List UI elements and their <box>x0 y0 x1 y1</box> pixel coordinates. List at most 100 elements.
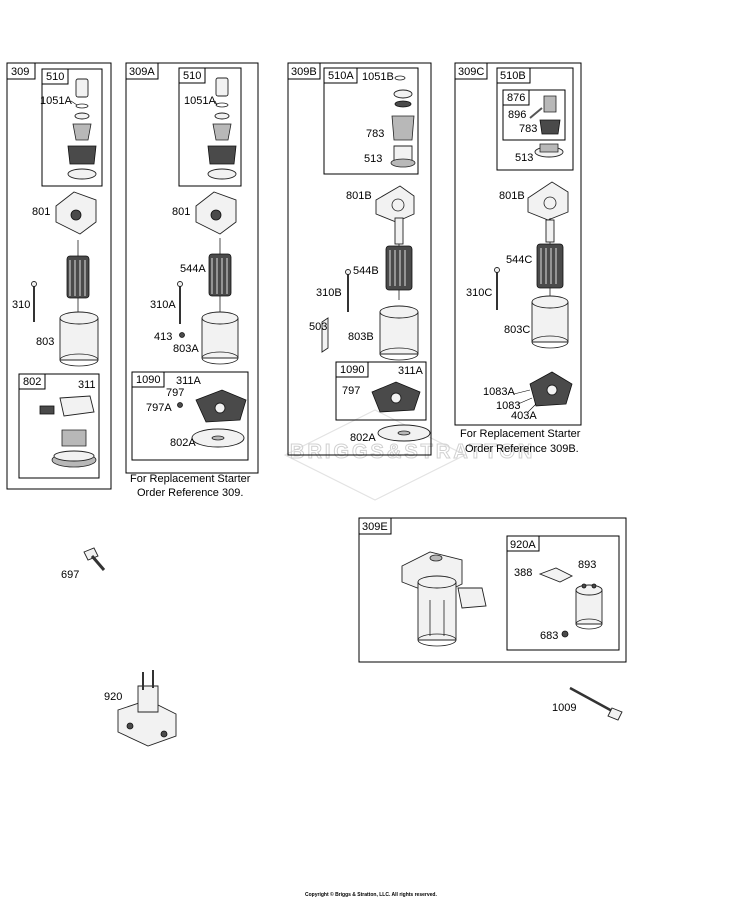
group-309A-frame <box>125 62 259 474</box>
label-1083: 1083 <box>496 400 520 412</box>
group-510B-tag <box>496 67 531 84</box>
label-1051A: 1051A <box>40 95 72 107</box>
label-920: 920 <box>104 691 122 703</box>
group-309A: 309A 510 1051A 801 544A 310A <box>125 62 259 499</box>
nut-413 <box>179 332 185 338</box>
through-bolt-310C <box>494 267 500 310</box>
label-310A: 310A <box>150 299 176 311</box>
solenoid-920A <box>538 567 603 638</box>
group-802-label: 802 <box>23 376 41 388</box>
group-309A-tag <box>125 62 159 80</box>
brush-plate-311A <box>177 389 247 448</box>
housing-803 <box>59 311 99 367</box>
label-388: 388 <box>514 567 532 579</box>
housing-803A <box>201 311 239 365</box>
note-309B-line2: Order Reference 309B. <box>465 443 579 455</box>
solenoid-920 <box>117 670 177 747</box>
label-803B: 803B <box>348 331 374 343</box>
clip-503 <box>321 317 329 353</box>
label-310C: 310C <box>466 287 492 299</box>
group-510A-tag <box>323 67 358 84</box>
group-510A-frame <box>323 67 419 175</box>
group-309B-tag <box>287 62 321 80</box>
starter-motor-309E <box>401 551 487 647</box>
brand-watermark: BRIGGS&STRATTON <box>283 409 533 501</box>
label-801: 801 <box>32 206 50 218</box>
label-544B: 544B <box>353 265 379 277</box>
group-510A-label: 510A <box>328 70 354 82</box>
bracket-801B-309C <box>527 181 569 221</box>
drive-assembly-510 <box>67 78 97 180</box>
label-802A: 802A <box>170 437 196 449</box>
group-920A-label: 920A <box>510 539 536 551</box>
brush-plate-1090b <box>371 381 421 413</box>
group-309-label: 309 <box>11 66 29 78</box>
label-311A: 311A <box>176 375 202 387</box>
group-309C: 309C 510B 876 896 783 513 801B 544C <box>454 62 582 455</box>
group-309E: 309E 920A 388 893 683 <box>358 517 627 663</box>
label-797: 797 <box>166 387 184 399</box>
label-513-309C: 513 <box>515 152 533 164</box>
group-309C-tag <box>454 62 488 80</box>
drive-assembly-510A <box>390 75 416 168</box>
group-309E-tag <box>358 517 392 535</box>
drive-assembly-510a <box>207 77 237 180</box>
group-1090a-label: 1090 <box>136 374 160 386</box>
label-311: 311 <box>78 379 96 391</box>
group-309-frame <box>6 62 112 490</box>
label-403A: 403A <box>511 410 537 422</box>
group-309E-label: 309E <box>362 521 388 533</box>
note-309B-line1: For Replacement Starter <box>460 428 581 440</box>
through-bolt-310A <box>177 281 183 324</box>
note-309-line1: For Replacement Starter <box>130 473 251 485</box>
note-309-line2: Order Reference 309. <box>137 487 243 499</box>
group-920A-frame <box>506 535 620 651</box>
housing-803C <box>531 295 569 349</box>
group-876-label: 876 <box>507 92 525 104</box>
group-802-tag <box>18 373 46 390</box>
bolt-697 <box>83 547 106 571</box>
drive-assembly-510B <box>529 95 564 158</box>
label-513: 513 <box>364 153 382 165</box>
group-1090b-label: 1090 <box>340 364 364 376</box>
group-876-tag <box>502 89 530 106</box>
label-896: 896 <box>508 109 526 121</box>
group-510-label: 510 <box>46 71 64 83</box>
group-309: 309 510 1051A 801 310 <box>6 62 112 490</box>
group-510a-frame <box>178 67 242 187</box>
group-510B-label: 510B <box>500 70 526 82</box>
group-510B-frame <box>496 67 574 171</box>
label-413: 413 <box>154 331 172 343</box>
label-802A-309B: 802A <box>350 432 376 444</box>
group-309B-frame <box>287 62 432 456</box>
through-bolt-310 <box>31 281 37 322</box>
label-1083A: 1083A <box>483 386 515 398</box>
group-510a-label: 510 <box>183 70 201 82</box>
armature <box>66 240 90 320</box>
group-1090b-frame <box>335 361 427 421</box>
label-801B-309C: 801B <box>499 190 525 202</box>
group-309C-label: 309C <box>458 66 484 78</box>
group-309C-frame <box>454 62 582 426</box>
bracket-801 <box>55 191 97 235</box>
brush-assembly-311 <box>39 395 97 468</box>
armature-544C <box>536 218 564 296</box>
group-510-frame <box>41 68 103 187</box>
label-697: 697 <box>61 569 79 581</box>
group-920A-tag <box>506 535 540 552</box>
label-683: 683 <box>540 630 558 642</box>
group-309E-frame <box>358 517 627 663</box>
armature-544B <box>385 217 413 300</box>
bracket-801B <box>375 185 415 223</box>
group-309B: 309B 510A 1051B 783 513 801B 544B <box>287 62 432 456</box>
group-309B-label: 309B <box>291 66 317 78</box>
label-503: 503 <box>309 321 327 333</box>
label-801B: 801B <box>346 190 372 202</box>
label-803: 803 <box>36 336 54 348</box>
label-893: 893 <box>578 559 596 571</box>
armature-544A <box>208 238 232 318</box>
housing-803B <box>379 305 419 361</box>
label-544A: 544A <box>180 263 206 275</box>
